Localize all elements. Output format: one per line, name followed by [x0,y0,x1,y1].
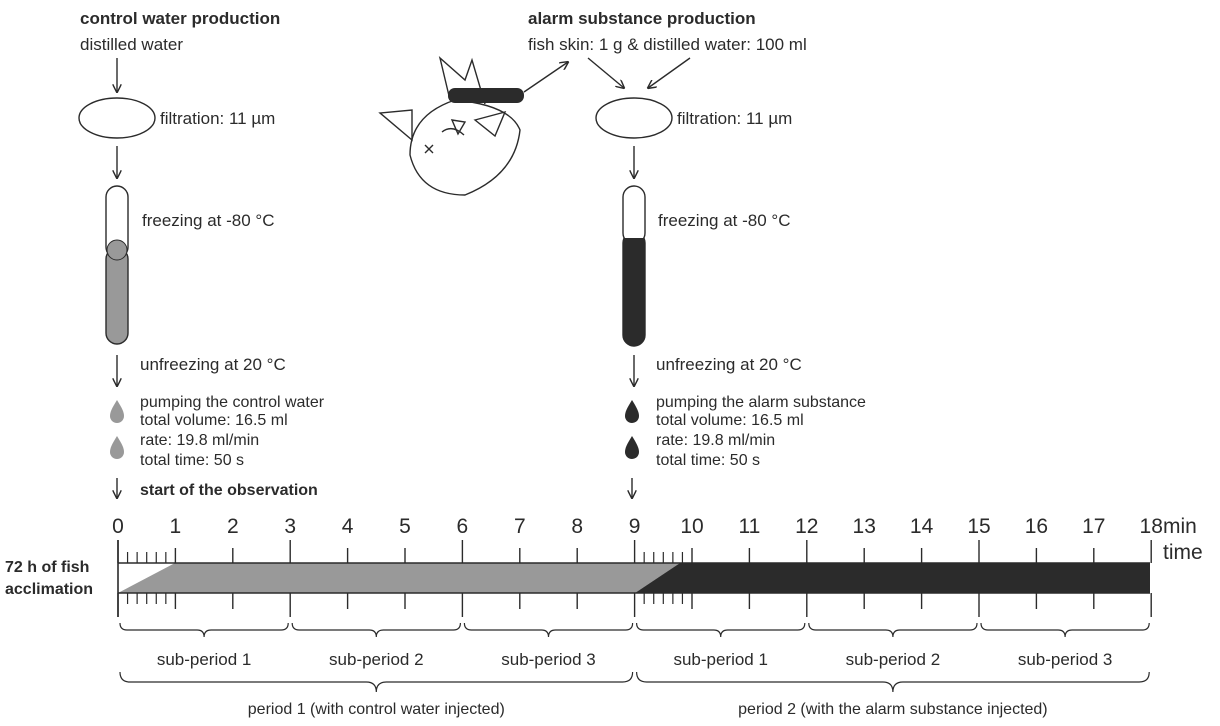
alarm-tube [622,185,646,347]
time-tick-label: 11 [738,515,760,538]
control-filter [78,97,156,139]
subperiod-brace [119,622,289,638]
subperiod-brace [636,622,806,638]
time-tick-label: 5 [399,515,411,538]
time-tick-label: 3 [284,515,296,538]
time-tick-label: 4 [342,515,354,538]
alarm-pumping-2: total volume: 16.5 ml [656,412,804,429]
control-pumping-4: total time: 50 s [140,452,244,469]
subperiod-label: sub-period 2 [329,650,424,669]
time-tick-label: 18 [1140,515,1163,538]
control-filtration: filtration: 11 µm [160,109,275,128]
control-pumping-3: rate: 19.8 ml/min [140,432,259,449]
drop-icon [625,400,639,423]
subperiod-label: sub-period 3 [501,650,596,669]
alarm-heading: alarm substance production [528,9,756,28]
time-axis-label: time [1163,541,1203,564]
period-brace [636,671,1150,693]
time-tick-label: 14 [910,515,934,538]
drop-icon [625,436,639,459]
period-braces: sub-period 1 sub-period 2 sub-period 3 sub-… [119,622,1150,718]
time-tick-label: 17 [1082,515,1105,538]
control-unfreezing: unfreezing at 20 °C [140,355,286,374]
control-source: distilled water [80,35,183,54]
time-tick-label: 16 [1025,515,1048,538]
time-tick-label: 9 [629,515,641,538]
drop-icon [110,400,124,423]
alarm-filtration: filtration: 11 µm [677,109,792,128]
time-tick-label: 0 [112,515,124,538]
time-tick-label: 2 [227,515,239,538]
subperiod-label: sub-period 3 [1018,650,1113,669]
time-tick-label: 8 [571,515,583,538]
acclimation-label-1: 72 h of fish [5,559,89,576]
timeline-ticks [117,540,1152,617]
alarm-filter [595,97,673,139]
subperiod-brace [808,622,978,638]
control-heading: control water production [80,9,280,28]
alarm-source: fish skin: 1 g & distilled water: 100 ml [528,35,807,54]
period-brace [119,671,634,693]
subperiod-label: sub-period 1 [673,650,768,669]
time-tick-label: 7 [514,515,526,538]
arrow-skin-to-mix [523,62,568,93]
time-tick-label: 15 [967,515,990,538]
alarm-pumping-4: total time: 50 s [656,452,760,469]
acclimation-label-2: acclimation [5,581,93,598]
alarm-pumping-3: rate: 19.8 ml/min [656,432,775,449]
arrow-skin-to-filter [587,57,624,88]
time-unit: min [1163,515,1197,538]
time-tick-label: 1 [170,515,182,538]
period-label: period 2 (with the alarm substance injec… [738,701,1048,718]
alarm-pumping-1: pumping the alarm substance [656,394,866,411]
time-tick-label: 10 [680,515,703,538]
alarm-freezing: freezing at -80 °C [658,211,790,230]
subperiod-label: sub-period 2 [846,650,941,669]
alarm-unfreezing: unfreezing at 20 °C [656,355,802,374]
fish-icon [378,56,524,196]
arrow-water-to-filter [648,57,691,88]
time-tick-label: 6 [457,515,469,538]
subperiod-brace [463,622,634,638]
subperiod-brace [291,622,461,638]
drop-icon [110,436,124,459]
period-label: period 1 (with control water injected) [248,701,505,718]
control-freezing: freezing at -80 °C [142,211,274,230]
control-tube [105,185,129,345]
time-tick-label: 13 [853,515,876,538]
subperiod-label: sub-period 1 [157,650,252,669]
observation-start: start of the observation [140,482,318,499]
time-tick-label: 12 [795,515,818,538]
control-pumping-1: pumping the control water [140,394,325,411]
control-pumping-2: total volume: 16.5 ml [140,412,288,429]
subperiod-brace [980,622,1150,638]
